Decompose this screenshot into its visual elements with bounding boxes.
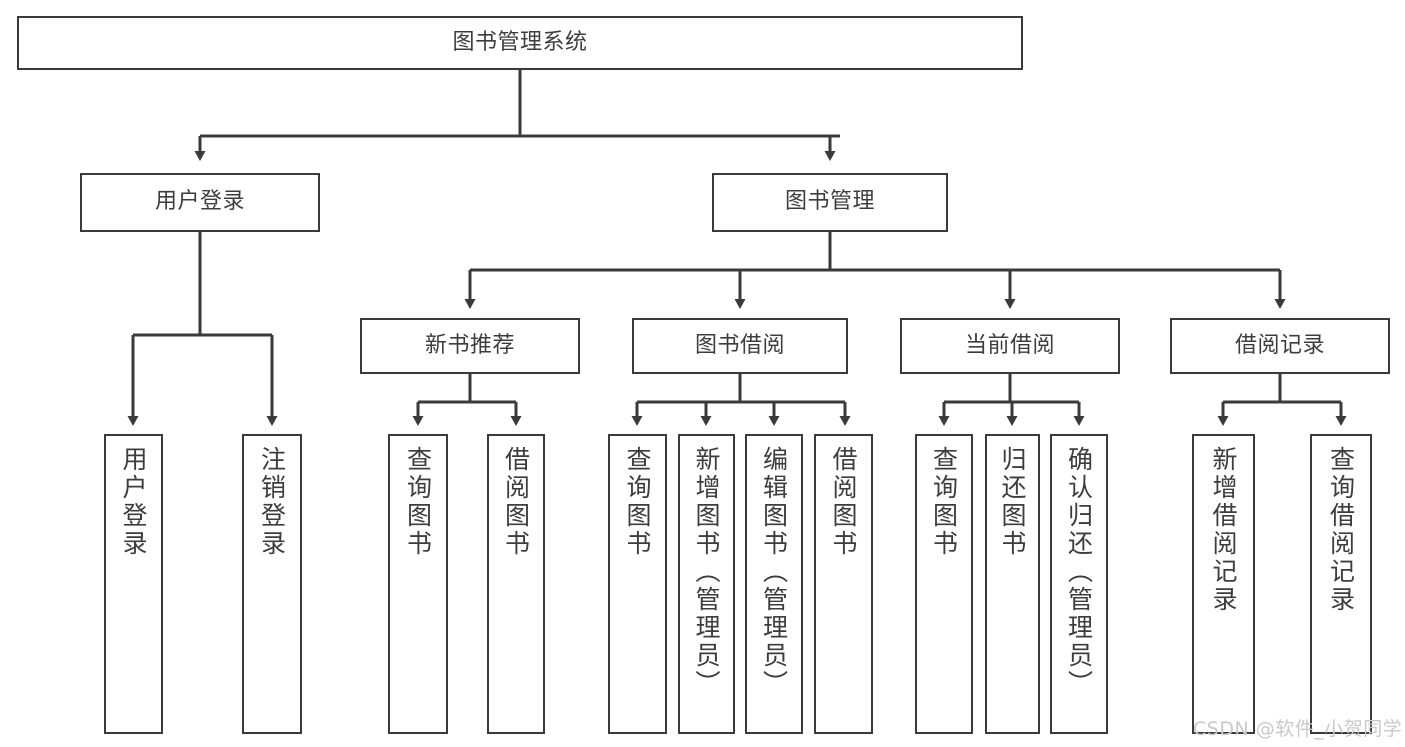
node-leaf-query-book-borrow-label: 查询图书 <box>623 446 652 558</box>
node-leaf-logout[interactable]: 注销登录 <box>242 434 302 734</box>
node-leaf-query-borrow-record-label: 查询借阅记录 <box>1326 446 1356 614</box>
node-book-management[interactable]: 图书管理 <box>712 173 948 232</box>
node-leaf-confirm-return-admin-label: 确认归还（管理员） <box>1064 446 1094 698</box>
node-book-borrow-label: 图书借阅 <box>694 332 785 358</box>
node-leaf-add-borrow-record-label: 新增借阅记录 <box>1209 446 1238 614</box>
node-leaf-user-login-label: 用户登录 <box>119 446 148 558</box>
node-leaf-return-book-label: 归还图书 <box>998 446 1027 558</box>
node-leaf-user-login[interactable]: 用户登录 <box>104 434 163 734</box>
node-current-borrow[interactable]: 当前借阅 <box>900 318 1120 374</box>
node-leaf-query-book-borrow[interactable]: 查询图书 <box>608 434 667 734</box>
node-leaf-borrow-book-borrow-label: 借阅图书 <box>829 446 858 558</box>
node-root-label: 图书管理系统 <box>452 29 588 55</box>
node-leaf-edit-book-admin-label: 编辑图书（管理员） <box>759 446 789 698</box>
node-book-management-label: 图书管理 <box>784 189 875 215</box>
node-leaf-add-borrow-record[interactable]: 新增借阅记录 <box>1192 434 1255 734</box>
node-leaf-edit-book-admin[interactable]: 编辑图书（管理员） <box>745 434 803 734</box>
node-leaf-borrow-book-borrow[interactable]: 借阅图书 <box>814 434 873 734</box>
node-leaf-add-book-admin[interactable]: 新增图书（管理员） <box>678 434 735 734</box>
node-new-book-recommend-label: 新书推荐 <box>424 332 515 358</box>
node-leaf-add-book-admin-label: 新增图书（管理员） <box>692 446 721 698</box>
node-leaf-confirm-return-admin[interactable]: 确认归还（管理员） <box>1050 434 1108 734</box>
node-root[interactable]: 图书管理系统 <box>17 16 1023 70</box>
node-leaf-borrow-book-newbook-label: 借阅图书 <box>501 446 531 558</box>
node-leaf-query-book-newbook-label: 查询图书 <box>403 446 433 558</box>
node-user-login[interactable]: 用户登录 <box>80 173 320 232</box>
node-leaf-query-borrow-record[interactable]: 查询借阅记录 <box>1310 434 1372 734</box>
node-borrow-record[interactable]: 借阅记录 <box>1170 318 1390 374</box>
node-leaf-logout-label: 注销登录 <box>257 446 287 558</box>
node-book-borrow[interactable]: 图书借阅 <box>632 318 848 374</box>
node-leaf-query-book-current-label: 查询图书 <box>929 446 959 558</box>
node-leaf-query-book-current[interactable]: 查询图书 <box>915 434 973 734</box>
node-current-borrow-label: 当前借阅 <box>964 332 1055 358</box>
node-borrow-record-label: 借阅记录 <box>1234 332 1325 358</box>
csdn-watermark: CSDN @软件_小贺同学 <box>1193 718 1403 740</box>
node-leaf-query-book-newbook[interactable]: 查询图书 <box>388 434 448 734</box>
node-new-book-recommend[interactable]: 新书推荐 <box>360 318 580 374</box>
node-leaf-return-book[interactable]: 归还图书 <box>985 434 1040 734</box>
node-leaf-borrow-book-newbook[interactable]: 借阅图书 <box>487 434 545 734</box>
node-user-login-label: 用户登录 <box>154 189 245 215</box>
